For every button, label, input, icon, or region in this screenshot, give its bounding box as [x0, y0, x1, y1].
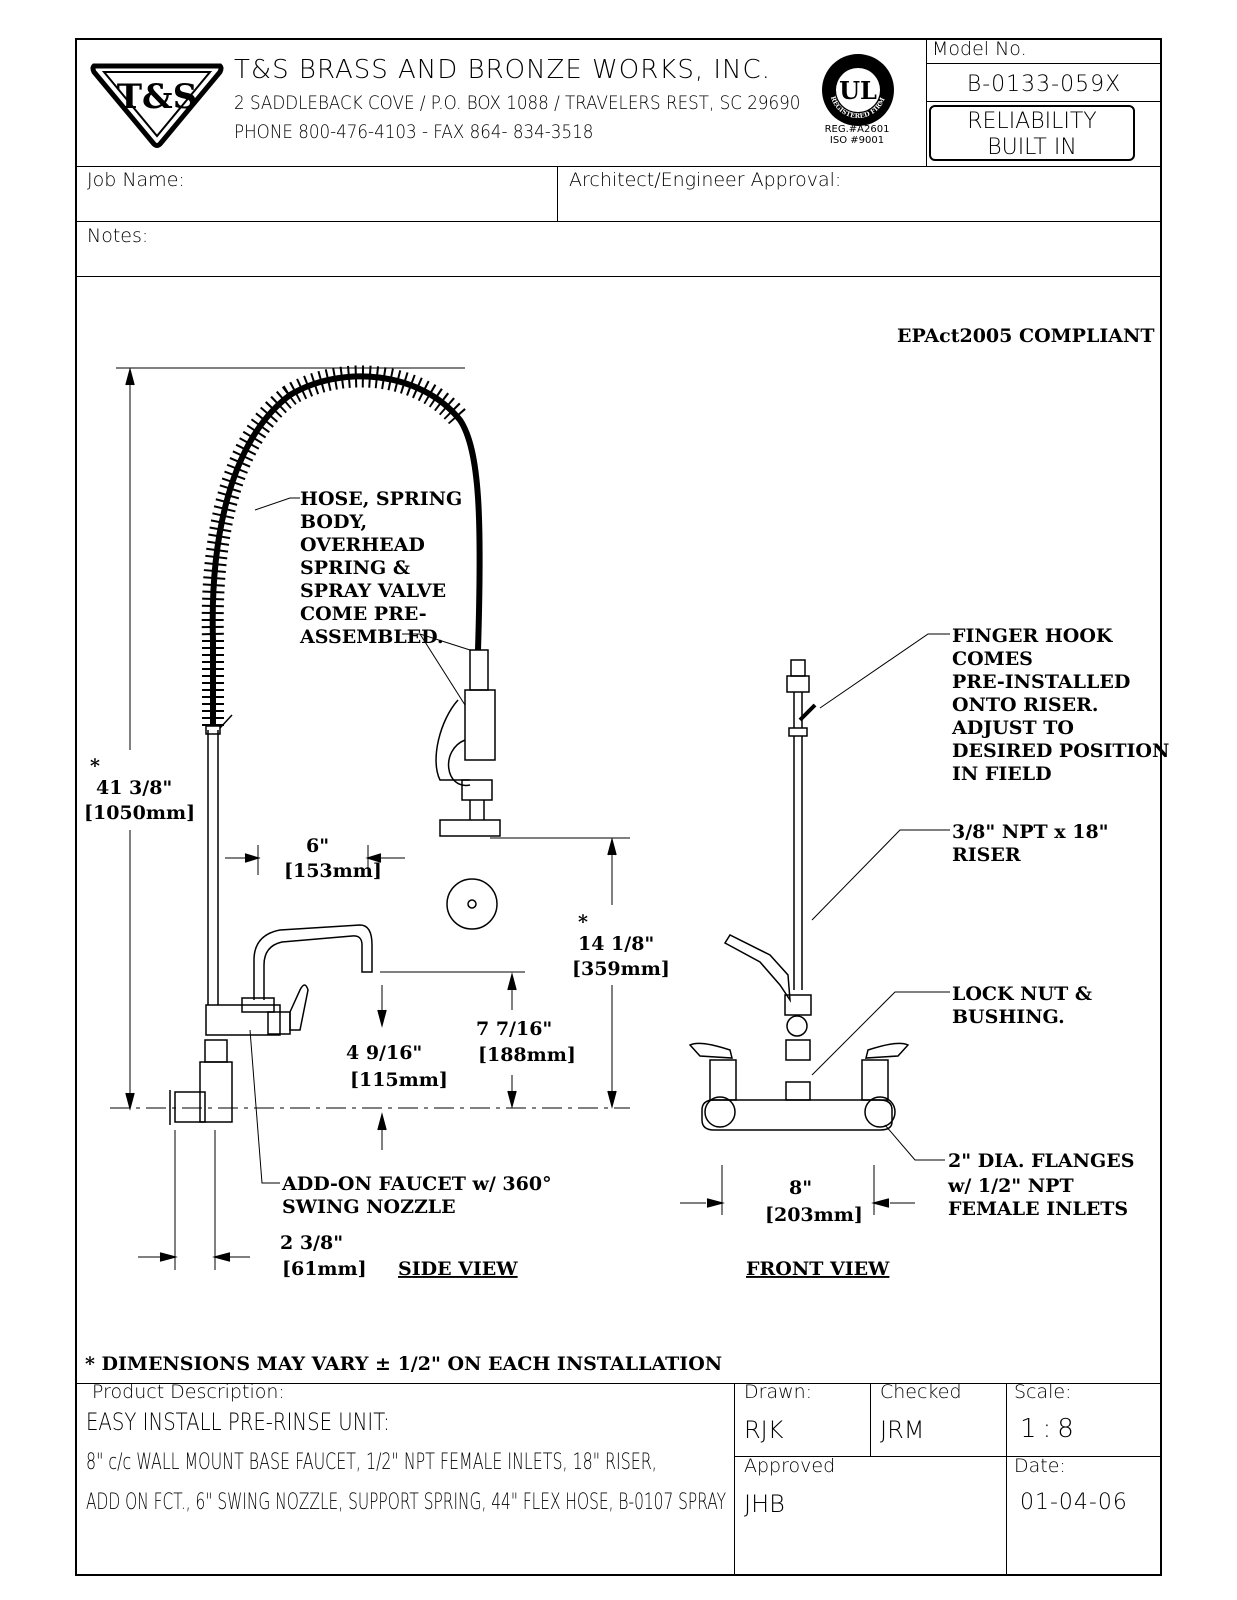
dim-metric: [203mm]: [765, 1204, 863, 1226]
company-address: 2 SADDLEBACK COVE / P.O. BOX 1088 / TRAV…: [234, 92, 801, 114]
dim-value: 8": [789, 1177, 812, 1199]
product-line1: EASY INSTALL PRE-RINSE UNIT:: [86, 1408, 390, 1436]
ul-logo: UL REGISTERED FIRM: [822, 54, 894, 126]
flanges-callout-line: 2" DIA. FLANGES: [948, 1150, 1134, 1172]
dim-4: 4 9/16" [115mm]: [346, 1042, 448, 1091]
architect-label: Architect/Engineer Approval:: [569, 169, 842, 191]
dim-metric: [153mm]: [284, 860, 382, 882]
product-desc-label: Product Description:: [92, 1381, 285, 1403]
approved-value: JHB: [744, 1490, 785, 1518]
scale-label: Scale:: [1014, 1381, 1072, 1403]
slogan-line2: BUILT IN: [987, 135, 1077, 160]
company-name: T&S BRASS AND BRONZE WORKS, INC.: [234, 55, 771, 85]
locknut-callout: LOCK NUT & BUSHING.: [952, 983, 1092, 1028]
finger-callout-line: ONTO RISER.: [952, 694, 1099, 716]
flanges-callout-line: w/ 1/2" NPT: [947, 1175, 1074, 1197]
hose-callout-line: COME PRE-: [300, 603, 427, 625]
finger-callout-line: IN FIELD: [952, 763, 1052, 785]
dim-6: 6" [153mm]: [284, 835, 382, 882]
checked-value: JRM: [880, 1416, 925, 1444]
job-name-label: Job Name:: [87, 169, 185, 191]
drawing-sheet: [75, 38, 1162, 1576]
riser-callout: 3/8" NPT x 18" RISER: [952, 821, 1109, 866]
dim-metric: [115mm]: [350, 1069, 448, 1091]
dim-value: 6": [306, 835, 329, 857]
slogan-line1: RELIABILITY: [967, 109, 1097, 134]
hose-callout: HOSE, SPRING BODY, OVERHEAD SPRING & SPR…: [299, 488, 462, 648]
hose-callout-line: OVERHEAD: [300, 534, 425, 556]
reg-number: REG.#A2601: [824, 124, 890, 135]
drawn-value: RJK: [744, 1416, 784, 1444]
product-line2: 8" c/c WALL MOUNT BASE FAUCET, 1/2" NPT …: [86, 1450, 657, 1475]
finger-callout-line: FINGER HOOK: [952, 625, 1114, 647]
side-view-label: SIDE VIEW: [398, 1258, 518, 1280]
ul-logo-text: UL: [839, 76, 877, 105]
date-value: 01-04-06: [1020, 1490, 1128, 1515]
dim-value: 2 3/8": [280, 1232, 343, 1254]
hose-callout-line: HOSE, SPRING: [300, 488, 462, 510]
dim-star: *: [90, 755, 100, 777]
epact-label: EPAct2005 COMPLIANT: [897, 325, 1154, 347]
dim-value: 41 3/8": [96, 777, 172, 799]
locknut-callout-line: LOCK NUT &: [952, 983, 1092, 1005]
hose-callout-line: SPRAY VALVE: [300, 580, 446, 602]
riser-callout-line: 3/8" NPT x 18": [952, 821, 1109, 843]
model-number: B-0133-059X: [966, 72, 1122, 97]
model-label: Model No.: [932, 38, 1027, 60]
scale-value: 1:8: [1020, 1414, 1080, 1444]
dim-value: 14 1/8": [578, 933, 654, 955]
approved-label: Approved: [744, 1455, 836, 1477]
dim-value: 7 7/16": [476, 1018, 552, 1040]
checked-label: Checked: [880, 1381, 962, 1403]
dim-2: 2 3/8" [61mm]: [280, 1232, 367, 1280]
finger-callout-line: PRE-INSTALLED: [952, 671, 1130, 693]
addon-callout-line: SWING NOZZLE: [282, 1196, 456, 1218]
flanges-callout-line: FEMALE INLETS: [948, 1198, 1128, 1220]
dim-overall-height: * 41 3/8" [1050mm]: [84, 755, 195, 824]
product-line3: ADD ON FCT., 6" SWING NOZZLE, SUPPORT SP…: [86, 1490, 727, 1515]
riser-callout-line: RISER: [952, 844, 1021, 866]
dim-metric: [188mm]: [478, 1044, 576, 1066]
drawn-label: Drawn:: [744, 1381, 813, 1403]
locknut-callout-line: BUSHING.: [952, 1006, 1065, 1028]
footnote: * DIMENSIONS MAY VARY ± 1/2" ON EACH INS…: [85, 1353, 722, 1375]
dim-7: 7 7/16" [188mm]: [476, 1018, 576, 1066]
front-view-label: FRONT VIEW: [746, 1258, 890, 1280]
dim-value: 4 9/16": [346, 1042, 422, 1064]
addon-callout-line: ADD-ON FAUCET w/ 360°: [281, 1173, 552, 1195]
dim-8: 8" [203mm]: [765, 1177, 863, 1226]
dim-14: * 14 1/8" [359mm]: [572, 911, 670, 980]
finger-callout-line: DESIRED POSITION: [952, 740, 1169, 762]
finger-hook-callout: FINGER HOOK COMES PRE-INSTALLED ONTO RIS…: [951, 625, 1169, 785]
dim-metric: [1050mm]: [84, 802, 195, 824]
notes-label: Notes:: [87, 225, 149, 247]
date-label: Date:: [1014, 1455, 1066, 1477]
addon-callout: ADD-ON FAUCET w/ 360° SWING NOZZLE: [281, 1173, 552, 1218]
dim-metric: [61mm]: [282, 1258, 367, 1280]
logo-text: T&S: [117, 77, 198, 117]
hose-callout-line: ASSEMBLED.: [299, 626, 444, 648]
finger-callout-line: COMES: [952, 648, 1033, 670]
hose-callout-line: SPRING &: [300, 557, 410, 579]
ts-logo: T&S: [90, 63, 224, 148]
flanges-callout: 2" DIA. FLANGES w/ 1/2" NPT FEMALE INLET…: [947, 1150, 1134, 1220]
dim-metric: [359mm]: [572, 958, 670, 980]
hose-callout-line: BODY,: [300, 511, 367, 533]
dim-star: *: [578, 911, 588, 933]
iso-number: ISO #9001: [829, 135, 885, 146]
company-phone: PHONE 800-476-4103 - FAX 864- 834-3518: [234, 121, 594, 143]
finger-callout-line: ADJUST TO: [951, 717, 1074, 739]
